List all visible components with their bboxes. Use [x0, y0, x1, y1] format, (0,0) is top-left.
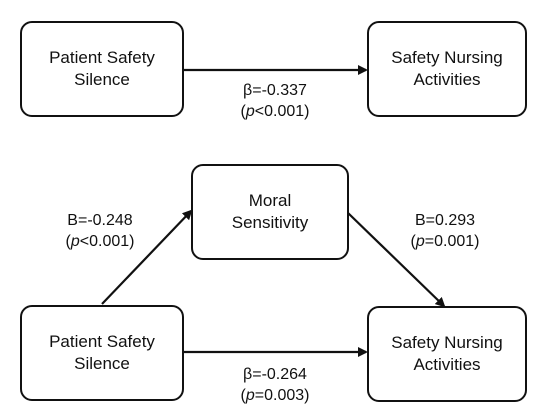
bottom-predictor-label-2: Silence: [74, 354, 130, 373]
bottom-outcome-box: Safety Nursing Activities: [367, 306, 527, 402]
path-c-p-var: p: [245, 387, 255, 404]
mediator-label-1: Moral: [248, 191, 292, 210]
top-predictor-label-1: Patient Safety: [49, 48, 155, 67]
mediator-label-2: Sensitivity: [231, 213, 309, 232]
path-c-p-value: =0.003: [254, 387, 305, 404]
path-a-p-value: <0.001: [79, 233, 130, 250]
mediator-box: Moral Sensitivity: [191, 164, 349, 260]
path-b-p: (p=0.001): [410, 233, 480, 250]
path-c-coef: β=-0.264: [243, 366, 307, 383]
arrow-path-b: [346, 211, 446, 308]
top-outcome-label-1: Safety Nursing: [391, 48, 503, 67]
path-b-p-value: =0.001: [424, 233, 475, 250]
path-c-p: (p=0.003): [240, 387, 310, 404]
path-c-label: β=-0.264 (p=0.003): [200, 364, 350, 406]
top-path-p-value: <0.001: [254, 103, 305, 120]
path-a-p: (p<0.001): [65, 233, 135, 250]
bottom-outcome-label-2: Activities: [413, 355, 481, 374]
path-a-p-var: p: [70, 233, 80, 250]
bottom-predictor-label-1: Patient Safety: [49, 332, 155, 351]
bottom-outcome-label-1: Safety Nursing: [391, 333, 503, 352]
top-path-p: (p<0.001): [240, 103, 310, 120]
top-path-coef: β=-0.337: [243, 82, 307, 99]
path-a-label: B=-0.248 (p<0.001): [30, 210, 170, 252]
bottom-predictor-box: Patient Safety Silence: [20, 305, 184, 401]
path-b-p-var: p: [415, 233, 425, 250]
path-b-coef: B=0.293: [414, 212, 476, 229]
top-outcome-label-2: Activities: [413, 70, 481, 89]
top-outcome-box: Safety Nursing Activities: [367, 21, 527, 117]
top-predictor-label-2: Silence: [74, 70, 130, 89]
top-path-p-var: p: [245, 103, 255, 120]
path-b-label: B=0.293 (p=0.001): [375, 210, 515, 252]
path-a-coef: B=-0.248: [67, 212, 133, 229]
top-path-label: β=-0.337 (p<0.001): [200, 80, 350, 122]
top-predictor-box: Patient Safety Silence: [20, 21, 184, 117]
arrow-path-a: [101, 209, 193, 305]
